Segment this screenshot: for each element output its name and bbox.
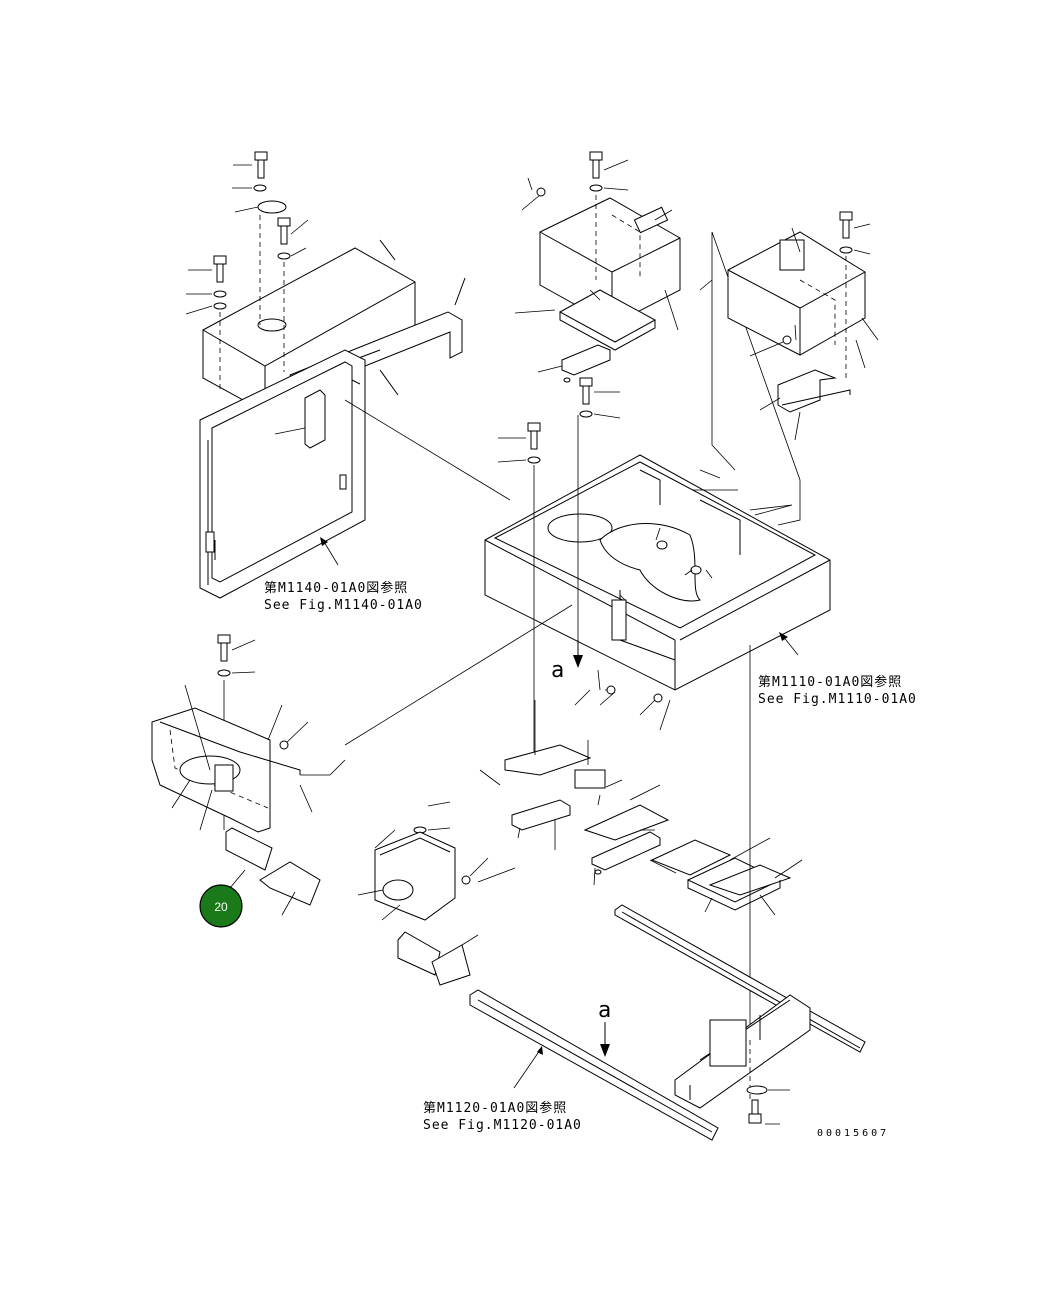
washer-icon [536, 187, 546, 197]
bolt-icon [579, 377, 593, 405]
bolt-icon [589, 151, 603, 179]
washer-icon [589, 184, 603, 192]
washer-icon [839, 246, 853, 254]
reference-en: See Fig.M1140-01A0 [264, 598, 423, 613]
bolt-icon [254, 151, 268, 179]
drawing-code: 00015607 [817, 1128, 889, 1139]
washer-icon [277, 252, 291, 260]
reference-m1110: 第M1110-01A0図参照 See Fig.M1110-01A0 [758, 674, 917, 707]
bolt-icon [217, 634, 231, 662]
washer-icon [527, 456, 541, 464]
washer-icon [579, 410, 593, 418]
main-frame-assembly [344, 377, 831, 760]
callout-number: 20 [214, 900, 228, 914]
callout-badge[interactable]: 20 [199, 884, 243, 928]
bolt-icon [839, 211, 853, 239]
washer-icon [213, 290, 227, 298]
upper-left-assembly [185, 151, 511, 599]
reference-en: See Fig.M1120-01A0 [423, 1118, 582, 1133]
bolt-icon [213, 255, 227, 283]
reference-en: See Fig.M1110-01A0 [758, 692, 917, 707]
base-frame-assembly [469, 904, 866, 1141]
bolt-icon [277, 217, 291, 245]
cap-icon [257, 200, 287, 214]
reference-jp: 第M1140-01A0図参照 [264, 580, 408, 596]
arrow-label: a [551, 658, 564, 683]
reference-jp: 第M1110-01A0図参照 [758, 674, 902, 690]
reference-jp: 第M1120-01A0図参照 [423, 1100, 567, 1116]
washer-icon [217, 669, 231, 677]
lower-center-assembly [357, 645, 803, 1040]
washer-icon [253, 184, 267, 192]
bolt-icon [748, 1099, 762, 1124]
upper-right-assembly [514, 151, 879, 526]
arrow-label: a [598, 998, 611, 1023]
reference-m1120: 第M1120-01A0図参照 See Fig.M1120-01A0 [423, 1100, 582, 1133]
left-side-cover [151, 634, 346, 916]
bolt-icon [527, 422, 541, 450]
reference-m1140: 第M1140-01A0図参照 See Fig.M1140-01A0 [264, 580, 423, 613]
washer-icon [213, 302, 227, 310]
